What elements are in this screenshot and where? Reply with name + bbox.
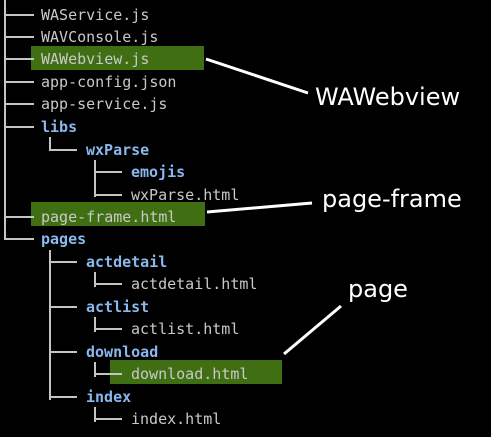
file-label: index.html [131, 410, 222, 428]
tree-branch [4, 36, 34, 38]
tree-branch [4, 14, 34, 16]
tree-row-wxparse[interactable]: wxParse [0, 139, 491, 161]
file-label: actdetail.html [131, 275, 258, 293]
tree-row-wawebview[interactable]: WAWebview.js [0, 48, 491, 70]
tree-row-app-service[interactable]: app-service.js [0, 93, 491, 115]
tree-row-download-html[interactable]: download.html [0, 363, 491, 385]
tree-branch [49, 351, 77, 353]
file-label: actlist.html [131, 320, 240, 338]
tree-row-index-html[interactable]: index.html [0, 408, 491, 430]
tree-branch [4, 58, 34, 60]
tree-branch [4, 81, 34, 83]
tree-branch [94, 373, 122, 375]
leader-line-wawebview [205, 57, 309, 95]
tree-row-page-frame[interactable]: page-frame.html [0, 206, 491, 228]
tree-guide-actdetail [94, 272, 96, 287]
folder-label: wxParse [86, 141, 150, 159]
tree-row-actlist[interactable]: actlist [0, 296, 491, 318]
tree-row-actdetail[interactable]: actdetail [0, 251, 491, 273]
folder-label: libs [41, 118, 78, 136]
tree-guide-pages [49, 250, 51, 400]
callout-wawebview: WAWebview [315, 83, 461, 111]
leader-line-page-frame [206, 201, 313, 214]
tree-row-emojis[interactable]: emojis [0, 161, 491, 183]
tree-guide-libs [49, 137, 51, 151]
tree-branch [4, 126, 34, 128]
tree-row-waservice[interactable]: WAService.js [0, 4, 491, 26]
file-label: app-config.json [41, 73, 177, 91]
tree-branch [94, 283, 122, 285]
tree-branch [94, 194, 122, 196]
tree-branch [94, 418, 122, 420]
tree-branch [4, 216, 34, 218]
tree-branch [4, 103, 34, 105]
tree-guide-wxparse [94, 160, 96, 197]
file-label: page-frame.html [41, 208, 177, 226]
tree-branch [49, 149, 77, 151]
tree-row-app-config[interactable]: app-config.json [0, 71, 491, 93]
tree-branch [4, 238, 34, 240]
callout-page: page [348, 275, 408, 303]
tree-guide-root [4, 0, 6, 238]
folder-label: pages [41, 230, 87, 248]
folder-label: emojis [131, 163, 186, 181]
tree-branch [94, 171, 122, 173]
folder-label: download [86, 343, 159, 361]
file-label: app-service.js [41, 95, 168, 113]
callout-page-frame: page-frame [322, 185, 462, 213]
tree-row-actlist-html[interactable]: actlist.html [0, 318, 491, 340]
tree-row-actdetail-html[interactable]: actdetail.html [0, 273, 491, 295]
file-label: wxParse.html [131, 186, 240, 204]
highlight-page-frame [31, 202, 205, 226]
tree-branch [49, 306, 77, 308]
tree-row-download[interactable]: download [0, 341, 491, 363]
leader-line-page [283, 304, 342, 356]
folder-label: actdetail [86, 253, 168, 271]
file-label: WAService.js [41, 6, 150, 24]
tree-branch [49, 261, 77, 263]
tree-branch [49, 396, 77, 398]
tree-row-wxparse-html[interactable]: wxParse.html [0, 184, 491, 206]
tree-guide-download [94, 362, 96, 377]
file-label: WAVConsole.js [41, 28, 159, 46]
tree-guide-index [94, 407, 96, 422]
tree-branch [94, 328, 122, 330]
file-label: download.html [131, 365, 249, 383]
file-label: WAWebview.js [41, 50, 150, 68]
highlight-download [110, 360, 282, 384]
tree-row-pages[interactable]: pages [0, 228, 491, 250]
highlight-wawebview [31, 46, 204, 70]
folder-label: actlist [86, 298, 150, 316]
tree-row-libs[interactable]: libs [0, 116, 491, 138]
folder-label: index [86, 388, 132, 406]
tree-row-wavconsole[interactable]: WAVConsole.js [0, 26, 491, 48]
tree-guide-actlist [94, 317, 96, 332]
tree-row-index[interactable]: index [0, 386, 491, 408]
